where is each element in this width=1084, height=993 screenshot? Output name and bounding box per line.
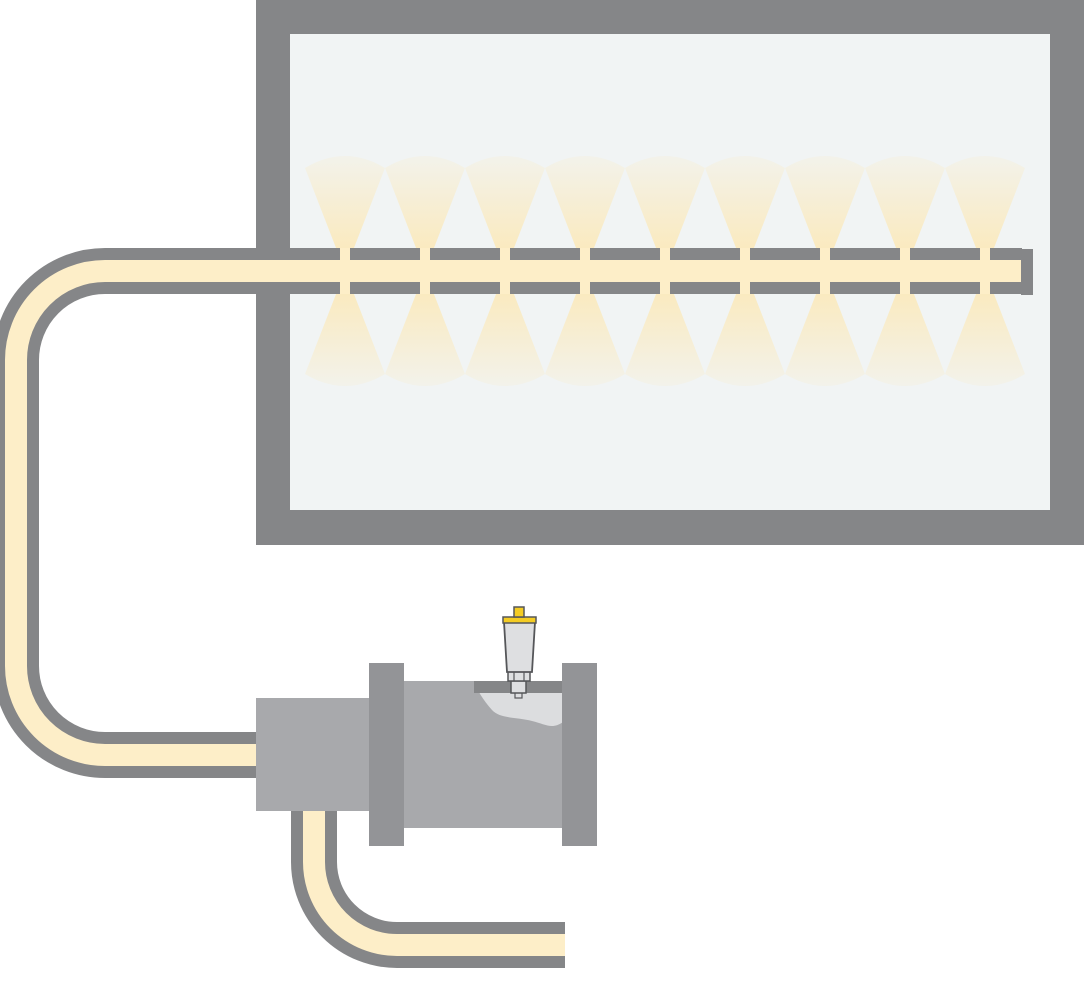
spray-cone-down — [705, 271, 785, 386]
spray-cones — [305, 156, 1025, 386]
nozzle-opening-top — [580, 248, 590, 261]
nozzle-opening-bottom — [740, 281, 750, 294]
sensor-cap-knob — [513, 606, 525, 618]
sensor-body — [503, 621, 536, 673]
nozzle-opening-bottom — [900, 281, 910, 294]
manifold-end-cap — [1021, 249, 1033, 295]
pressure-sensor — [502, 606, 537, 699]
nozzle-opening-top — [500, 248, 510, 261]
sensor-nut — [510, 680, 527, 694]
pump-right-flange — [562, 663, 597, 846]
spray-cone-down — [865, 271, 945, 386]
spray-cone-up — [385, 156, 465, 271]
nozzle-opening-top — [660, 248, 670, 261]
spray-cone-up — [625, 156, 705, 271]
pump-housing — [256, 663, 597, 846]
pump-inlet-block — [256, 698, 371, 811]
sensor-cap-band — [502, 616, 537, 624]
manifold-spray-crossings — [340, 248, 990, 294]
nozzle-opening-bottom — [420, 281, 430, 294]
supply-pipe — [0, 248, 1033, 778]
spray-cone-down — [785, 271, 865, 386]
spray-cone-down — [385, 271, 465, 386]
nozzle-opening-bottom — [580, 281, 590, 294]
nozzle-opening-top — [820, 248, 830, 261]
supply-pipe-fluid — [5, 260, 1022, 766]
spray-cone-down — [545, 271, 625, 386]
pump-left-flange — [369, 663, 404, 846]
nozzle-opening-top — [900, 248, 910, 261]
spray-cone-down — [625, 271, 705, 386]
spray-cone-up — [945, 156, 1025, 271]
nozzle-opening-top — [340, 248, 350, 261]
outlet-pipe — [291, 810, 565, 968]
nozzle-opening-bottom — [340, 281, 350, 294]
nozzle-opening-bottom — [660, 281, 670, 294]
nozzle-opening-top — [740, 248, 750, 261]
nozzle-opening-top — [980, 248, 990, 261]
spray-cone-down — [945, 271, 1025, 386]
spray-cone-down — [305, 271, 385, 386]
spray-cone-up — [865, 156, 945, 271]
spray-cone-up — [785, 156, 865, 271]
spray-cone-up — [465, 156, 545, 271]
nozzle-opening-top — [420, 248, 430, 261]
spray-cone-up — [545, 156, 625, 271]
nozzle-opening-bottom — [980, 281, 990, 294]
spray-cone-up — [705, 156, 785, 271]
nozzle-opening-bottom — [820, 281, 830, 294]
spray-cone-up — [305, 156, 385, 271]
outlet-pipe-fluid — [303, 810, 565, 956]
nozzle-opening-bottom — [500, 281, 510, 294]
spray-cone-down — [465, 271, 545, 386]
